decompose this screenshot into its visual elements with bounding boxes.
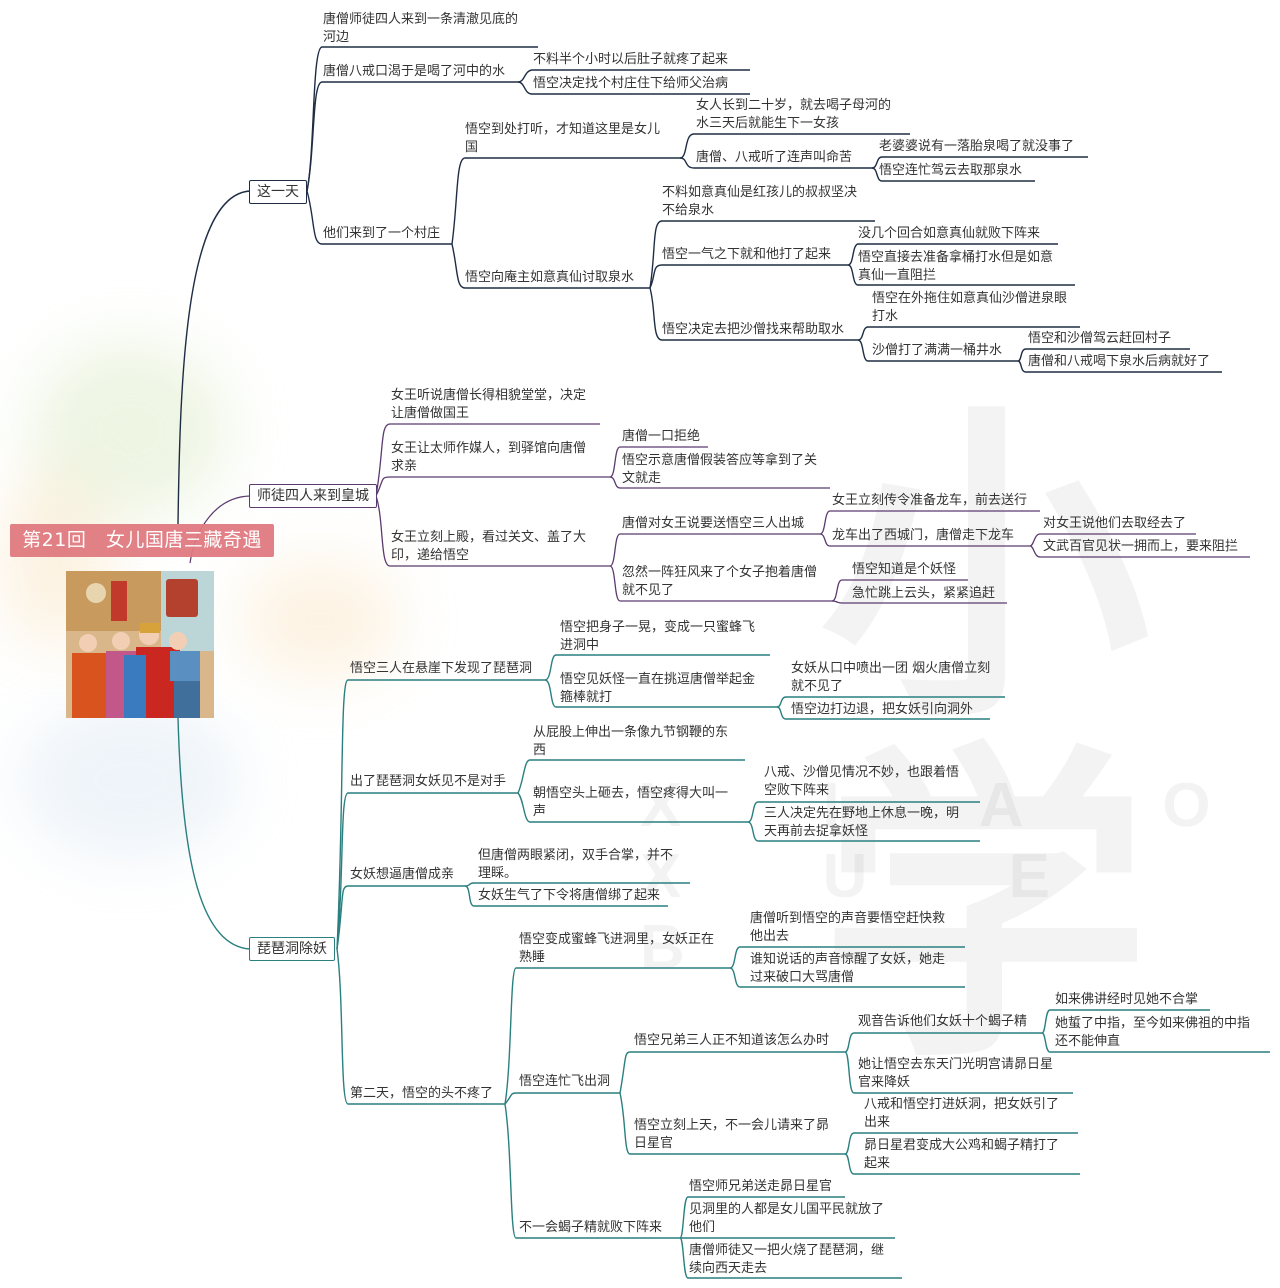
node[interactable]: 悟空兄弟三人正不知道该怎么办时 [634,1033,830,1048]
watermark-blob [20,700,240,860]
node[interactable]: 她蜇了中指，至今如来佛祖的中指 还不能伸直 [1055,1016,1251,1049]
node[interactable]: 悟空三人在悬崖下发现了琵琶洞 [350,661,533,676]
node[interactable]: 不一会蝎子精就败下阵来 [519,1220,663,1235]
node[interactable]: 不料如意真仙是红孩儿的叔叔坚决 不给泉水 [662,185,858,218]
node[interactable]: 如来佛讲经时见她不合掌 [1055,992,1199,1007]
node[interactable]: 悟空在外拖住如意真仙沙僧进泉眼 打水 [872,291,1068,324]
node[interactable]: 唐僧师徒四人来到一条清澈见底的 河边 [323,12,519,45]
node[interactable]: 八戒、沙僧见情况不妙，也跟着悟 空败下阵来 [764,765,960,798]
node[interactable]: 悟空示意唐僧假装答应等拿到了关 文就走 [622,453,818,486]
node[interactable]: 不料半个小时以后肚子就疼了起来 [533,52,729,67]
node[interactable]: 对女王说他们去取经去了 [1043,516,1187,531]
node[interactable]: 从屁股上伸出一条像九节钢鞭的东 西 [533,725,729,758]
node[interactable]: 昴日星君变成大公鸡和蝎子精打了 起来 [864,1138,1060,1171]
node[interactable]: 女王立刻传令准备龙车，前去送行 [832,493,1028,508]
watermark-logo-subtext: X I A O X U E B [640,770,1280,983]
node[interactable]: 悟空师兄弟送走昴日星官 [689,1179,833,1194]
node[interactable]: 悟空和沙僧驾云赶回村子 [1028,331,1172,346]
node[interactable]: 女妖想逼唐僧成亲 [350,867,455,882]
node[interactable]: 女妖从口中喷出一团 烟火唐僧立刻 就不见了 [791,661,991,694]
node[interactable]: 文武百官见状一拥而上，要来阻拦 [1043,539,1239,554]
node[interactable]: 见洞里的人都是女儿国平民就放了 他们 [689,1202,885,1235]
node[interactable]: 唐僧师徒又一把火烧了琵琶洞，继 续向西天走去 [689,1243,885,1276]
node[interactable]: 悟空连忙驾云去取那泉水 [879,163,1023,178]
node[interactable]: 女人长到二十岁，就去喝子母河的 水三天后就能生下一女孩 [696,98,892,131]
node[interactable]: 悟空见妖怪一直在挑逗唐僧举起金 箍棒就打 [560,672,756,705]
node[interactable]: 观音告诉他们女妖十个蝎子精 [858,1014,1028,1029]
node[interactable]: 三人决定先在野地上休息一晚，明 天再前去捉拿妖怪 [764,806,960,839]
node[interactable]: 女王听说唐僧长得相貌堂堂，决定 让唐僧做国王 [391,388,587,421]
node[interactable]: 八戒和悟空打进妖洞，把女妖引了 出来 [864,1097,1060,1130]
node[interactable]: 急忙跳上云头，紧紧追赶 [852,586,996,601]
node[interactable]: 唐僧对女王说要送悟空三人出城 [622,516,805,531]
node[interactable]: 女王让太师作媒人，到驿馆向唐僧 求亲 [391,441,587,474]
node[interactable]: 她让悟空去东天门光明宫请昴日星 官来降妖 [858,1057,1054,1090]
node[interactable]: 悟空直接去准备拿桶打水但是如意 真仙一直阻拦 [858,250,1054,283]
watermark-blob [240,560,400,680]
node[interactable]: 悟空到处打听，才知道这里是女儿 国 [465,122,661,155]
node[interactable]: 第二天，悟空的头不疼了 [350,1086,494,1101]
node[interactable]: 他们来到了一个村庄 [323,226,441,241]
node[interactable]: 悟空把身子一晃，变成一只蜜蜂飞 进洞中 [560,620,756,653]
node[interactable]: 唐僧和八戒喝下泉水后病就好了 [1028,354,1211,369]
node[interactable]: 悟空向庵主如意真仙讨取泉水 [465,270,635,285]
node[interactable]: 悟空一气之下就和他打了起来 [662,247,832,262]
node[interactable]: 唐僧听到悟空的声音要悟空赶快救 他出去 [750,911,946,944]
branch-this-day[interactable]: 这一天 [249,180,307,204]
node[interactable]: 悟空连忙飞出洞 [519,1074,611,1089]
node[interactable]: 忽然一阵狂风来了个女子抱着唐僧 就不见了 [622,565,818,598]
node[interactable]: 悟空立刻上天，不一会儿请来了昴 日星官 [634,1118,830,1151]
node[interactable]: 悟空决定去把沙僧找来帮助取水 [662,322,845,337]
node[interactable]: 悟空知道是个妖怪 [852,562,957,577]
node[interactable]: 悟空变成蜜蜂飞进洞里，女妖正在 熟睡 [519,932,715,965]
node[interactable]: 唐僧一口拒绝 [622,429,701,444]
node[interactable]: 但唐僧两眼紧闭，双手合掌，并不 理睬。 [478,848,674,881]
node[interactable]: 朝悟空头上砸去，悟空疼得大叫一 声 [533,786,729,819]
node[interactable]: 唐僧八戒口渴于是喝了河中的水 [323,64,506,79]
branch-imperial-city[interactable]: 师徒四人来到皇城 [249,484,377,508]
node[interactable]: 悟空决定找个村庄住下给师父治病 [533,76,729,91]
node[interactable]: 谁知说话的声音惊醒了女妖，她走 过来破口大骂唐僧 [750,952,946,985]
node[interactable]: 女王立刻上殿，看过关文、盖了大 印，递给悟空 [391,530,587,563]
node[interactable]: 没几个回合如意真仙就败下阵来 [858,226,1041,241]
node[interactable]: 出了琵琶洞女妖见不是对手 [350,774,507,789]
branch-pipa-cave[interactable]: 琵琶洞除妖 [249,937,335,961]
illustration-image [66,571,214,718]
root-topic[interactable]: 第21回 女儿国唐三藏奇遇 [10,524,274,557]
node[interactable]: 悟空边打边退，把女妖引向洞外 [791,702,974,717]
node[interactable]: 女妖生气了下令将唐僧绑了起来 [478,888,661,903]
node[interactable]: 龙车出了西城门，唐僧走下龙车 [832,528,1015,543]
node[interactable]: 唐僧、八戒听了连声叫命苦 [696,150,853,165]
node[interactable]: 老婆婆说有一落胎泉喝了就没事了 [879,139,1075,154]
node[interactable]: 沙僧打了满满一桶井水 [872,343,1003,358]
